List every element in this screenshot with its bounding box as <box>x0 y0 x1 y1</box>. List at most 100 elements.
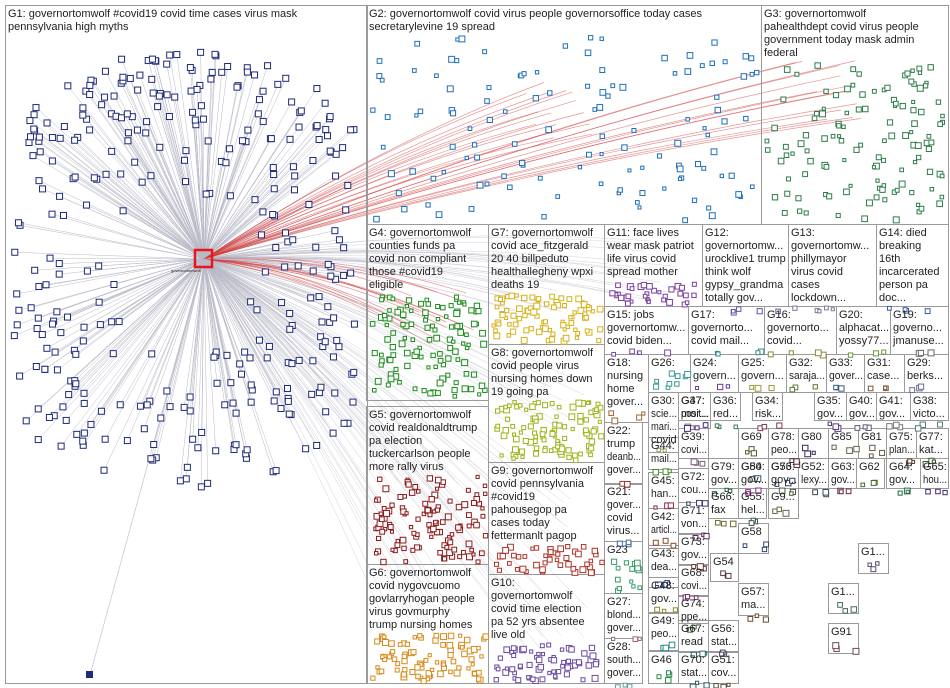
graph-node[interactable] <box>498 297 502 301</box>
graph-node[interactable] <box>558 563 563 568</box>
graph-node[interactable] <box>223 160 229 166</box>
graph-node[interactable] <box>341 272 347 278</box>
graph-node[interactable] <box>529 327 533 331</box>
graph-node[interactable] <box>46 414 52 420</box>
graph-node[interactable] <box>54 367 60 373</box>
graph-node[interactable] <box>692 293 696 297</box>
graph-node[interactable] <box>533 96 538 101</box>
graph-node[interactable] <box>803 445 808 450</box>
graph-node[interactable] <box>573 311 576 314</box>
graph-node[interactable] <box>586 663 592 669</box>
graph-node[interactable] <box>16 307 22 313</box>
graph-node[interactable] <box>412 531 416 535</box>
graph-node[interactable] <box>531 309 537 315</box>
graph-node[interactable] <box>452 388 457 393</box>
graph-node[interactable] <box>773 509 777 513</box>
graph-node[interactable] <box>380 517 385 522</box>
graph-node[interactable] <box>492 324 495 327</box>
graph-node[interactable] <box>390 503 394 507</box>
graph-node[interactable] <box>371 108 375 112</box>
graph-node[interactable] <box>625 301 630 306</box>
graph-node[interactable] <box>916 155 920 159</box>
graph-node[interactable] <box>380 529 385 534</box>
graph-node[interactable] <box>871 481 876 486</box>
graph-node[interactable] <box>454 295 458 299</box>
graph-node[interactable] <box>438 550 443 555</box>
graph-node[interactable] <box>534 446 539 451</box>
graph-node[interactable] <box>530 295 535 300</box>
graph-node[interactable] <box>462 342 465 345</box>
graph-node[interactable] <box>405 512 408 515</box>
graph-node[interactable] <box>230 400 236 406</box>
graph-node[interactable] <box>374 216 380 222</box>
graph-node[interactable] <box>57 193 63 199</box>
graph-node[interactable] <box>469 387 474 392</box>
graph-node[interactable] <box>573 458 578 463</box>
graph-node[interactable] <box>58 330 64 336</box>
graph-node[interactable] <box>268 136 274 142</box>
graph-node[interactable] <box>600 90 606 96</box>
graph-node[interactable] <box>569 321 574 326</box>
graph-node[interactable] <box>917 66 922 71</box>
graph-node[interactable] <box>803 133 808 138</box>
graph-node[interactable] <box>696 387 699 390</box>
graph-node[interactable] <box>81 400 87 406</box>
graph-node[interactable] <box>580 567 586 573</box>
graph-node[interactable] <box>521 337 527 343</box>
graph-node[interactable] <box>589 559 592 562</box>
graph-node[interactable] <box>616 283 621 288</box>
graph-node[interactable] <box>483 50 487 54</box>
graph-node[interactable] <box>867 200 873 206</box>
graph-node[interactable] <box>730 521 736 527</box>
graph-node[interactable] <box>135 87 141 93</box>
graph-node[interactable] <box>556 445 560 449</box>
graph-node[interactable] <box>842 125 845 128</box>
graph-node[interactable] <box>266 343 272 349</box>
graph-node[interactable] <box>448 633 454 639</box>
graph-node[interactable] <box>248 382 254 388</box>
graph-node[interactable] <box>424 318 428 322</box>
graph-node[interactable] <box>600 68 605 73</box>
graph-node[interactable] <box>81 324 87 330</box>
graph-node[interactable] <box>876 562 879 565</box>
graph-node[interactable] <box>441 643 446 648</box>
graph-node[interactable] <box>310 268 316 274</box>
graph-node[interactable] <box>736 307 740 311</box>
graph-node[interactable] <box>712 40 717 45</box>
graph-node[interactable] <box>494 333 500 339</box>
graph-node[interactable] <box>831 134 835 138</box>
graph-node[interactable] <box>381 559 386 564</box>
graph-node[interactable] <box>831 308 834 311</box>
graph-node[interactable] <box>576 400 582 406</box>
graph-node[interactable] <box>419 301 424 306</box>
graph-node[interactable] <box>525 408 528 411</box>
graph-node[interactable] <box>630 287 634 291</box>
graph-node[interactable] <box>323 409 329 415</box>
graph-node[interactable] <box>918 350 923 355</box>
graph-node[interactable] <box>508 185 513 190</box>
graph-node[interactable] <box>66 392 72 398</box>
graph-node[interactable] <box>150 90 156 96</box>
graph-node[interactable] <box>164 92 170 98</box>
graph-node[interactable] <box>783 144 788 149</box>
graph-node[interactable] <box>398 495 403 500</box>
graph-node[interactable] <box>371 676 375 680</box>
graph-node[interactable] <box>252 72 258 78</box>
graph-node[interactable] <box>376 666 379 669</box>
graph-node[interactable] <box>522 295 527 300</box>
graph-node[interactable] <box>534 451 539 456</box>
graph-node[interactable] <box>606 94 610 98</box>
graph-node[interactable] <box>678 177 681 180</box>
graph-node[interactable] <box>511 313 516 318</box>
graph-node[interactable] <box>544 302 548 306</box>
graph-node[interactable] <box>327 148 333 154</box>
graph-node[interactable] <box>381 145 385 149</box>
graph-node[interactable] <box>413 636 416 639</box>
graph-node[interactable] <box>36 283 42 289</box>
graph-node[interactable] <box>755 70 759 74</box>
graph-node[interactable] <box>909 79 914 84</box>
graph-node[interactable] <box>562 304 566 308</box>
graph-node[interactable] <box>155 104 161 110</box>
graph-node[interactable] <box>233 410 239 416</box>
graph-node[interactable] <box>405 642 409 646</box>
